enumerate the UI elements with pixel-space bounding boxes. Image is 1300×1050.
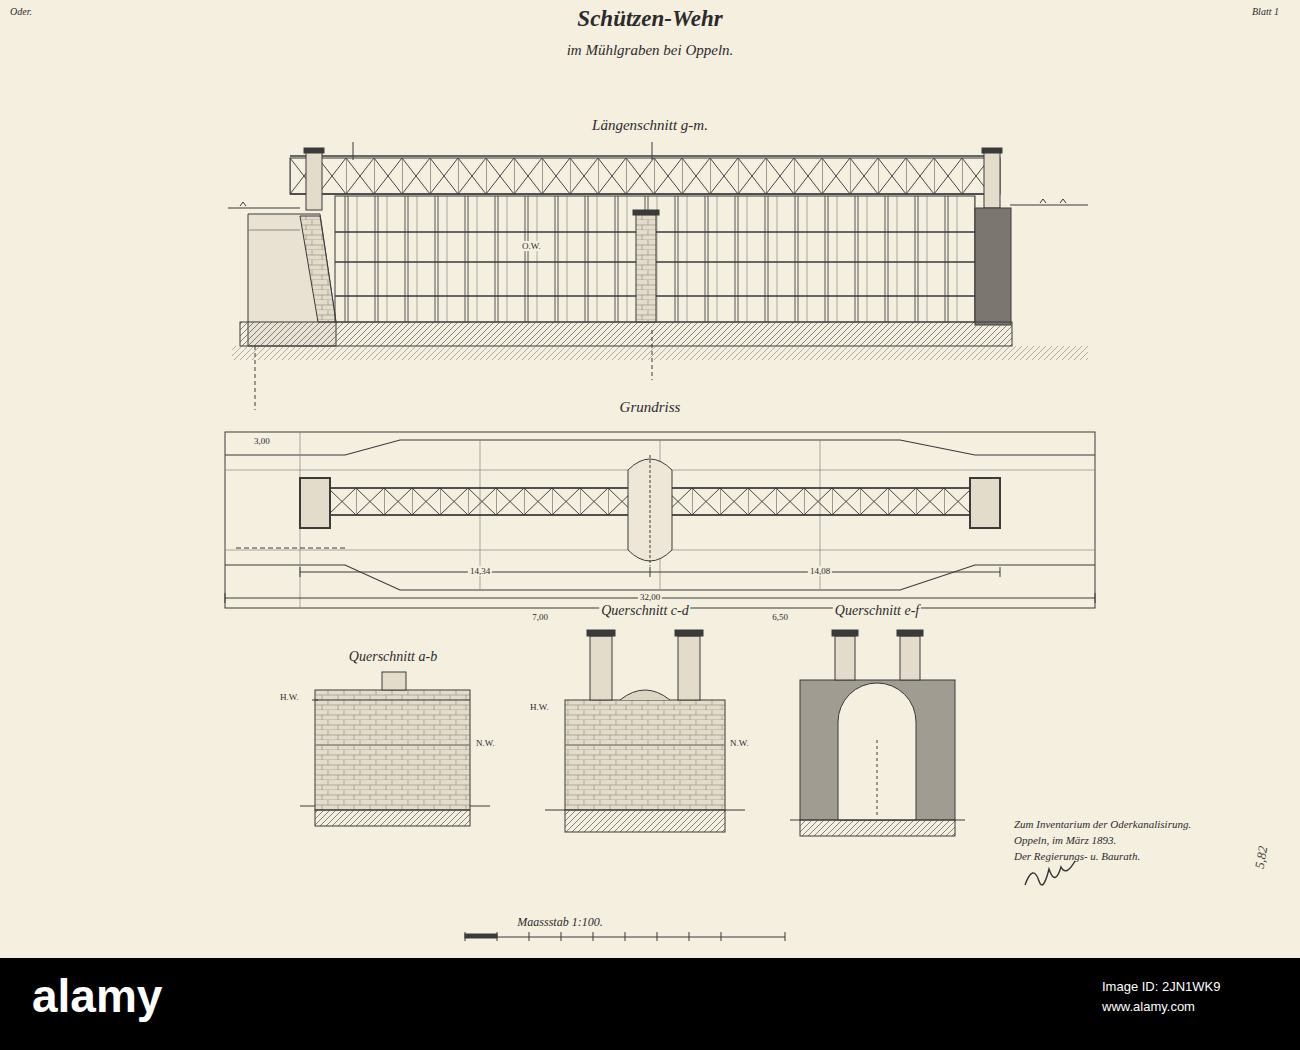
watermark-logo: alamy: [30, 970, 164, 1023]
inventory-note: Oppeln, im März 1893.: [1012, 834, 1118, 847]
water-level: N.W.: [728, 738, 751, 748]
inventory-note: Zum Inventarium der Oderkanalisirung.: [1012, 818, 1193, 831]
view-title: Querschnitt e-f: [833, 603, 921, 619]
view-title: Grundriss: [618, 399, 683, 416]
watermark-bar: [0, 958, 1300, 1050]
water-level: H.W.: [528, 702, 551, 712]
dimension: 32,00: [638, 592, 662, 602]
drawing-subtitle: im Mühlgraben bei Oppeln.: [565, 42, 736, 59]
view-title: Querschnitt c-d: [599, 603, 690, 619]
watermark-id: Image ID: 2JN1WK9: [1100, 980, 1223, 995]
scale-label: Maassstab 1:100.: [515, 916, 604, 930]
sheet-number: Blatt 1: [1250, 6, 1281, 18]
sheet-river: Oder.: [8, 6, 34, 18]
water-level: O.W.: [520, 241, 543, 251]
inventory-note: Der Regierungs- u. Baurath.: [1012, 850, 1142, 863]
dimension: 3,00: [252, 436, 272, 446]
dimension: 6,50: [770, 612, 790, 622]
signature: [1025, 861, 1075, 885]
dimension: 14,08: [808, 566, 832, 576]
view-title: Längenschnitt g-m.: [590, 117, 710, 134]
water-level: N.W.: [474, 738, 497, 748]
dimension: 7,00: [530, 612, 550, 622]
dimension: 14,34: [468, 566, 492, 576]
view-title: Querschnitt a-b: [347, 649, 439, 665]
archive-mark: 5,82: [1252, 843, 1271, 872]
water-level: H.W.: [278, 692, 301, 702]
drawing-title: Schützen-Wehr: [577, 6, 722, 32]
watermark-url: www.alamy.com: [1100, 1000, 1197, 1015]
